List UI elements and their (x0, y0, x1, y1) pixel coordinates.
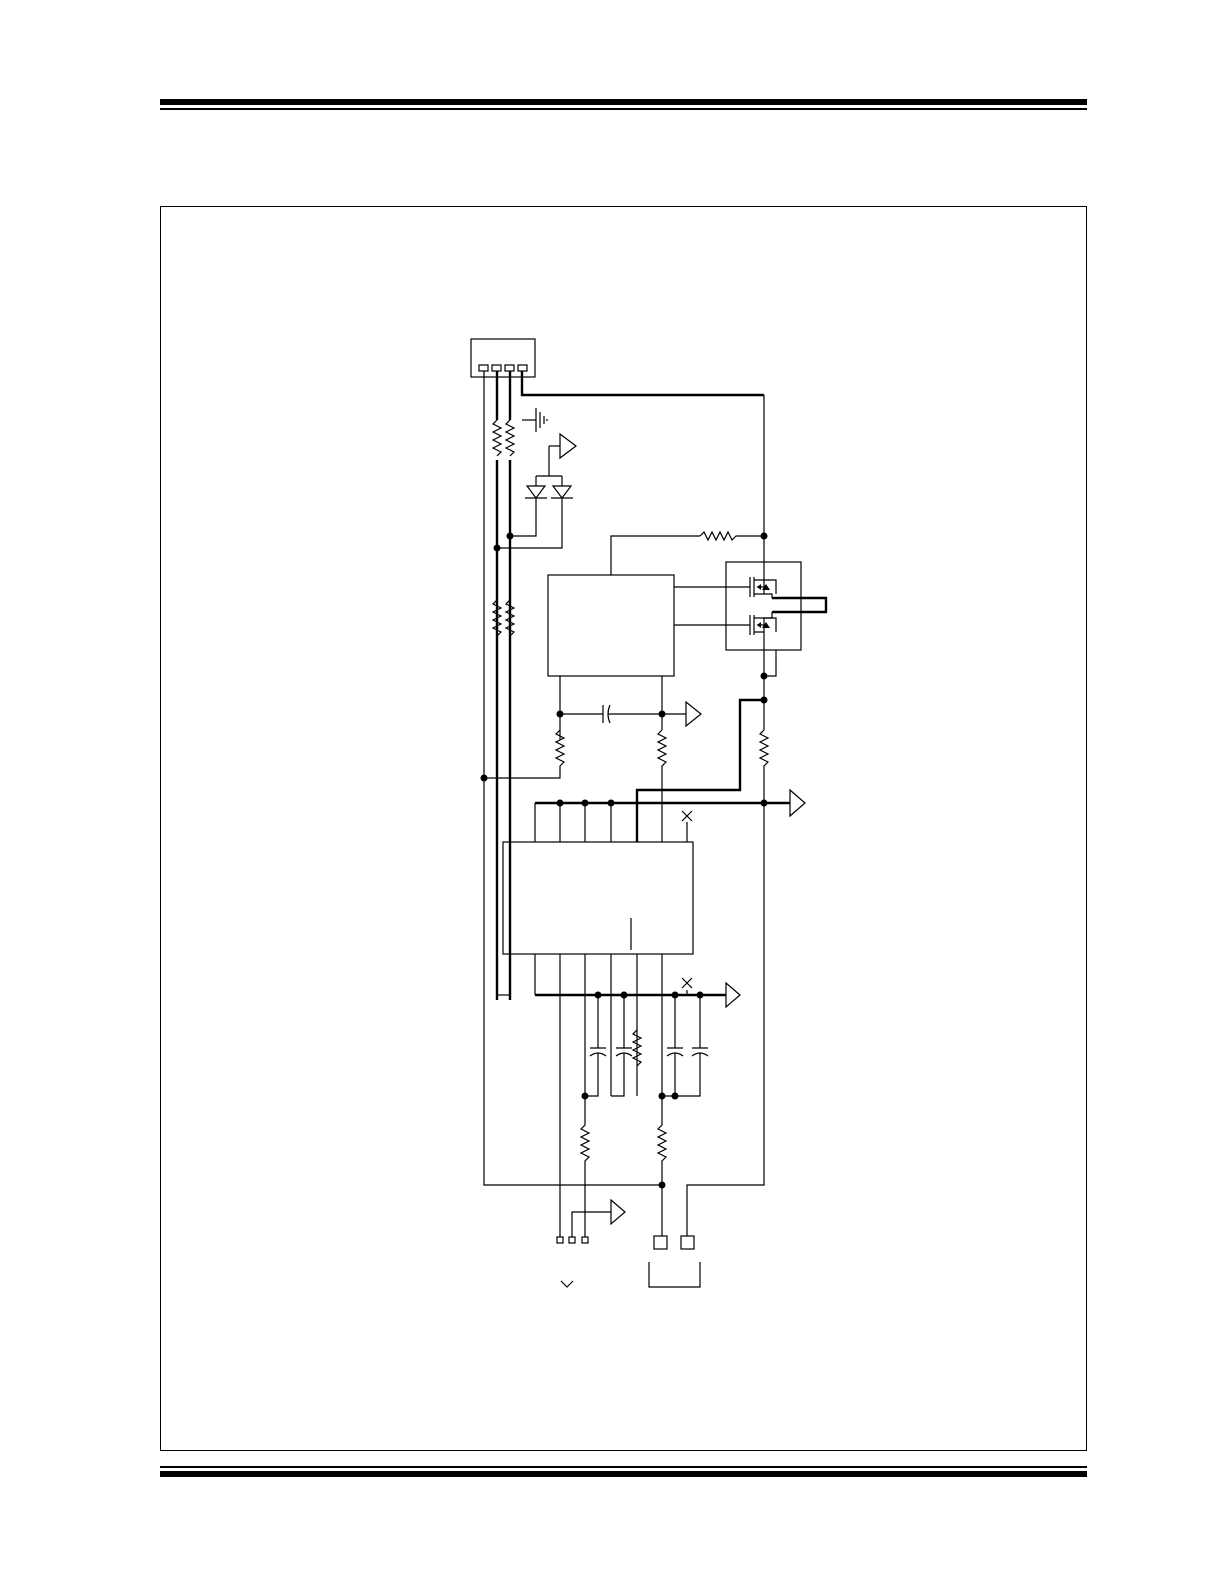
earth-ground-icon (522, 408, 548, 432)
header-rule-thin (160, 108, 1087, 110)
connector-pin-2 (491, 364, 502, 372)
resistor-r4 (504, 599, 516, 637)
chevron-down-icon (560, 1280, 574, 1288)
driver-ic (547, 574, 675, 677)
connector-header (470, 338, 536, 378)
terminal-pad-2 (680, 1235, 695, 1250)
terminal-pad-1 (653, 1235, 668, 1250)
ground-triangle-icon (685, 700, 702, 728)
test-point-1 (556, 1236, 564, 1244)
footer-rule-thin (160, 1466, 1087, 1468)
resistor-r1 (491, 419, 503, 457)
figure-frame (160, 206, 1087, 1451)
connector-pin-3 (504, 364, 515, 372)
bus-wires (483, 371, 765, 1186)
resistor-r5 (699, 530, 764, 542)
resistor-r7 (656, 729, 668, 842)
resistor-r6 (484, 729, 566, 779)
resistor-sense (758, 729, 770, 803)
terminal-bracket (648, 1262, 701, 1288)
ground-triangle-icon (725, 981, 741, 1009)
header-rule-thick (160, 99, 1087, 105)
ground-triangle-icon (789, 788, 806, 818)
footer-rule-thick (160, 1471, 1087, 1477)
tvs-diode-icon (497, 475, 573, 549)
resistor-r3 (491, 599, 503, 637)
resistor-r2 (504, 419, 516, 457)
resistor-r9 (579, 1096, 591, 1240)
test-point-2 (568, 1236, 576, 1244)
no-connect-marker (681, 810, 693, 822)
no-connect-marker (681, 977, 693, 989)
resistor-r10 (656, 1096, 668, 1240)
connector-pin-4 (517, 364, 528, 372)
capacitor-c1 (560, 704, 686, 724)
ground-triangle-icon (548, 432, 577, 476)
capacitor-c5 (662, 995, 709, 1097)
resistor-r8 (631, 1029, 643, 1067)
dual-mosfet (725, 561, 828, 651)
capacitor-c4 (666, 995, 684, 1096)
test-point-3 (581, 1236, 589, 1244)
connector-pin-1 (478, 364, 489, 372)
capacitor-c3 (611, 995, 633, 1097)
ground-triangle-icon (610, 1198, 626, 1226)
capacitor-c2 (585, 995, 607, 1097)
main-ic (502, 841, 694, 955)
